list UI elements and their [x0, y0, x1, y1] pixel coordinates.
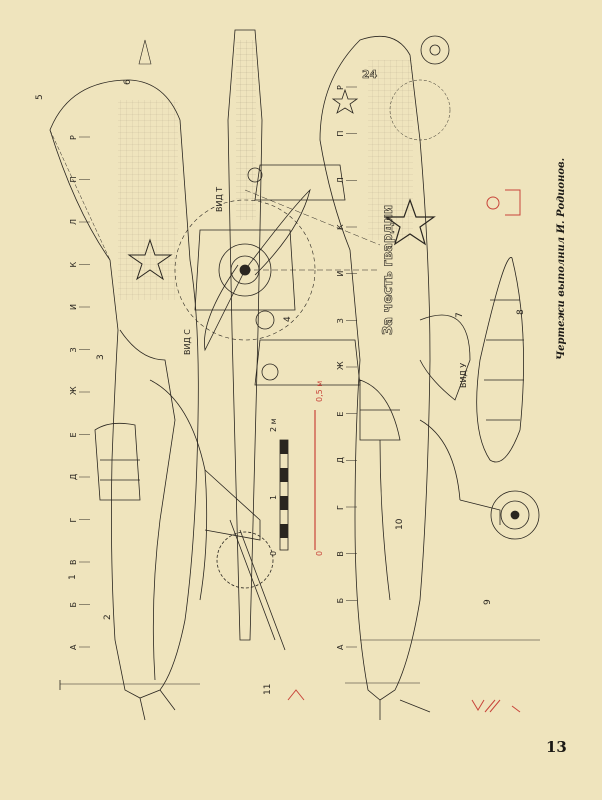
section-letter-right-11: П	[336, 131, 345, 137]
scale-bar: 2 м 0 1	[269, 418, 289, 556]
section-letter-right-2: В	[336, 551, 345, 557]
section-letter-right-4: Д	[336, 457, 345, 463]
star-insignia-left	[127, 238, 173, 281]
section-letter-right-1: Б	[336, 598, 345, 604]
section-letter-left-4: Д	[69, 474, 78, 480]
section-letter-right-12: Р	[336, 85, 345, 90]
section-letter-right-7: З	[336, 318, 345, 323]
fuselage-slogan: За честь гвардии	[381, 205, 396, 335]
scale-bar-mid: 1	[269, 495, 278, 500]
red-scale-start: 0	[315, 551, 324, 556]
section-letter-left-8: И	[69, 304, 78, 310]
section-letter-right-9: К	[336, 224, 345, 230]
red-scale-label: 0,5 м	[315, 381, 324, 402]
section-letter-left-11: П	[69, 176, 78, 182]
callout-4: 4	[283, 316, 293, 322]
callout-3: 3	[96, 354, 106, 360]
section-letter-right-0: А	[336, 644, 345, 650]
section-letter-right-10: Л	[336, 177, 345, 183]
section-letters-left: А Б В Г Д Е Ж З И К Л П Р	[69, 135, 90, 650]
section-letters-right: А Б В Г Д Е Ж З И К Л П Р	[336, 85, 357, 650]
section-letter-left-10: Л	[69, 219, 78, 225]
callout-7: 7	[455, 312, 465, 318]
view-t-label: ВИД Т	[215, 187, 224, 212]
view-u-label: ВИД У	[459, 363, 468, 388]
drawing-credit: Чертежи выполнил И. Родионов.	[556, 157, 567, 360]
view-s-label: ВИД С	[183, 329, 192, 355]
callout-1: 1	[68, 574, 78, 580]
center-front-view	[174, 29, 381, 641]
scale-bar-label: 2 м	[269, 418, 278, 432]
callout-9: 9	[483, 599, 493, 605]
section-letter-left-2: В	[69, 560, 78, 566]
section-letter-left-3: Г	[69, 518, 78, 523]
section-letter-left-0: А	[69, 644, 78, 650]
fuselage-number: 24	[362, 68, 378, 81]
section-letter-right-5: Е	[336, 412, 345, 417]
section-letter-left-5: Е	[69, 432, 78, 437]
callout-5: 5	[35, 94, 45, 100]
page-number: 13	[546, 738, 567, 756]
section-letter-right-3: Г	[336, 505, 345, 510]
red-stamps	[287, 189, 521, 713]
section-letter-left-12: Р	[69, 135, 78, 140]
section-letter-left-9: К	[69, 262, 78, 268]
star-insignia-right	[384, 198, 436, 246]
scale-bar-start: 0	[269, 551, 278, 556]
section-letter-left-1: Б	[69, 602, 78, 608]
callout-11: 11	[263, 684, 273, 695]
red-scale-bar: 0,5 м 0	[314, 381, 324, 556]
section-letter-right-8: И	[336, 271, 345, 277]
section-letter-right-6: Ж	[336, 361, 345, 370]
callout-10: 10	[395, 518, 405, 530]
section-letter-left-6: Ж	[69, 386, 78, 395]
right-side-view	[319, 35, 540, 720]
callout-2: 2	[103, 614, 113, 620]
callout-6: 6	[123, 79, 133, 85]
callout-8: 8	[516, 309, 526, 315]
star-insignia-tail	[331, 88, 359, 114]
section-letter-left-7: З	[69, 347, 78, 352]
